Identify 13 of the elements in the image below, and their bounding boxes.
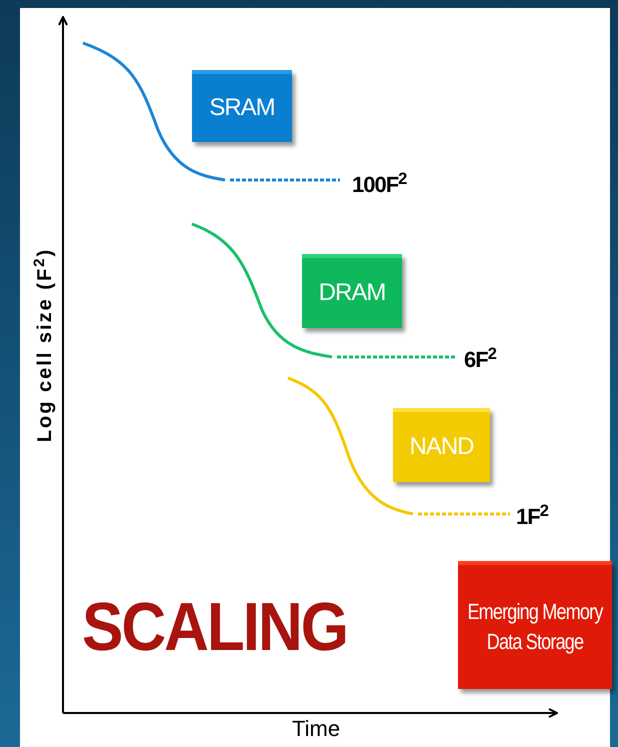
size-label: 6F$^{2}$ xyxy=(464,344,496,374)
box-label: Emerging Memory Data Storage xyxy=(466,598,604,656)
box-label: SRAM xyxy=(209,93,275,123)
axis-title: Time xyxy=(292,718,340,740)
box-label: NAND xyxy=(409,432,474,462)
memory-box xyxy=(458,561,612,689)
box-label: DRAM xyxy=(318,278,386,308)
memory-box xyxy=(302,254,402,328)
memory-box xyxy=(192,70,292,142)
size-label: 100F$^{2}$ xyxy=(352,168,406,199)
size-label: 1F$^{2}$ xyxy=(516,500,548,531)
title-text: SCALING xyxy=(82,594,347,662)
memory-box xyxy=(393,408,490,482)
